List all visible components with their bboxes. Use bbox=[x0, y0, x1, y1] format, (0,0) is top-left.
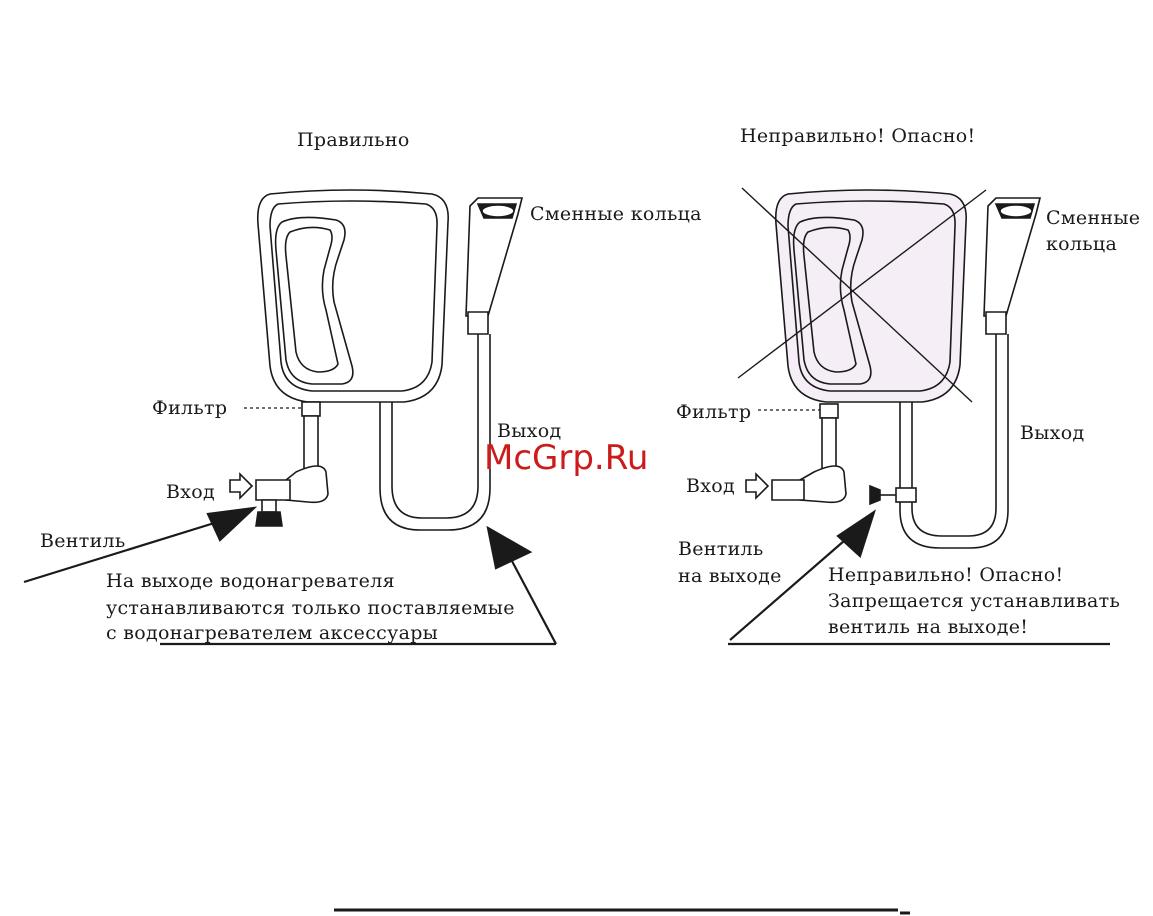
left-inlet-arrow bbox=[230, 474, 252, 498]
left-note-line1: На выходе водонагревателя bbox=[106, 570, 395, 593]
left-label-inlet: Вход bbox=[166, 481, 215, 504]
left-note-line3: с водонагревателем аксессуары bbox=[106, 622, 438, 645]
left-title: Правильно bbox=[297, 129, 410, 152]
right-outlet-valve bbox=[870, 486, 916, 504]
right-inlet-pipe bbox=[772, 404, 846, 502]
right-label-valve-line1: Вентиль bbox=[678, 538, 764, 561]
right-warning-line2: Запрещается устанавливать bbox=[828, 590, 1120, 613]
left-shower-head bbox=[466, 198, 522, 334]
bottom-rule bbox=[334, 910, 910, 913]
right-label-outlet: Выход bbox=[1020, 422, 1084, 445]
left-note-line2: устанавливаются только поставляемые bbox=[106, 597, 515, 620]
right-label-rings-line1: Сменные bbox=[1046, 207, 1140, 230]
right-label-rings-line2: кольца bbox=[1046, 233, 1117, 256]
left-inlet-pipe bbox=[256, 402, 328, 526]
left-label-valve: Вентиль bbox=[40, 530, 126, 553]
right-warning-line3: вентиль на выходе! bbox=[828, 616, 1028, 639]
right-label-inlet: Вход bbox=[686, 475, 735, 498]
left-label-rings: Сменные кольца bbox=[530, 203, 702, 226]
right-label-valve-line2: на выходе bbox=[678, 565, 782, 588]
right-shower-head bbox=[984, 198, 1040, 334]
left-label-filter: Фильтр bbox=[152, 397, 227, 420]
right-label-filter: Фильтр bbox=[676, 401, 751, 424]
watermark: McGrp.Ru bbox=[484, 438, 648, 478]
right-title: Неправильно! Опасно! bbox=[740, 125, 975, 148]
right-warning-line1: Неправильно! Опасно! bbox=[828, 564, 1063, 587]
left-heater bbox=[258, 190, 448, 402]
right-inlet-arrow bbox=[746, 474, 768, 498]
